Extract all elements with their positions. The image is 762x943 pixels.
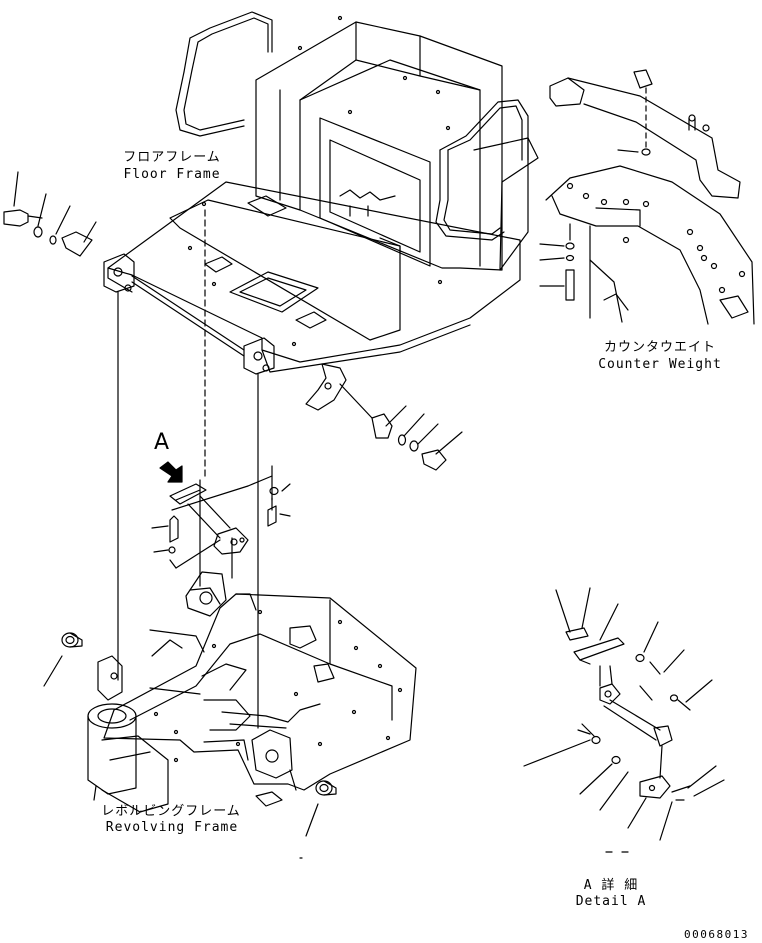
drawing-number: 00068013 <box>684 928 749 941</box>
detail-a-label-jp: A 詳 細 <box>583 878 639 893</box>
left-pin-stack <box>4 172 96 256</box>
right-pin-stack <box>340 384 462 470</box>
view-marker-a: A <box>154 430 170 455</box>
counter-weight <box>540 70 754 324</box>
counter-weight-label-en: Counter Weight <box>598 357 722 372</box>
counter-weight-label-jp: カウンタウエイト <box>603 340 716 355</box>
view-a-arrow <box>160 462 182 482</box>
revolving-frame-label-en: Revolving Frame <box>105 820 239 835</box>
floor-frame-label-jp: フロアフレーム <box>123 150 221 165</box>
bushing-left <box>44 633 82 686</box>
detail-a-label-en: Detail A <box>575 894 647 909</box>
link-assembly <box>152 466 290 568</box>
revolving-frame <box>88 572 416 812</box>
floor-frame-label-en: Floor Frame <box>123 167 221 182</box>
revolving-frame-label-jp: レボルビングフレーム <box>101 804 241 819</box>
assembly-guide-lines <box>118 292 258 728</box>
detail-a <box>524 588 724 852</box>
floor-frame <box>104 12 538 410</box>
bushing-right <box>306 781 336 836</box>
